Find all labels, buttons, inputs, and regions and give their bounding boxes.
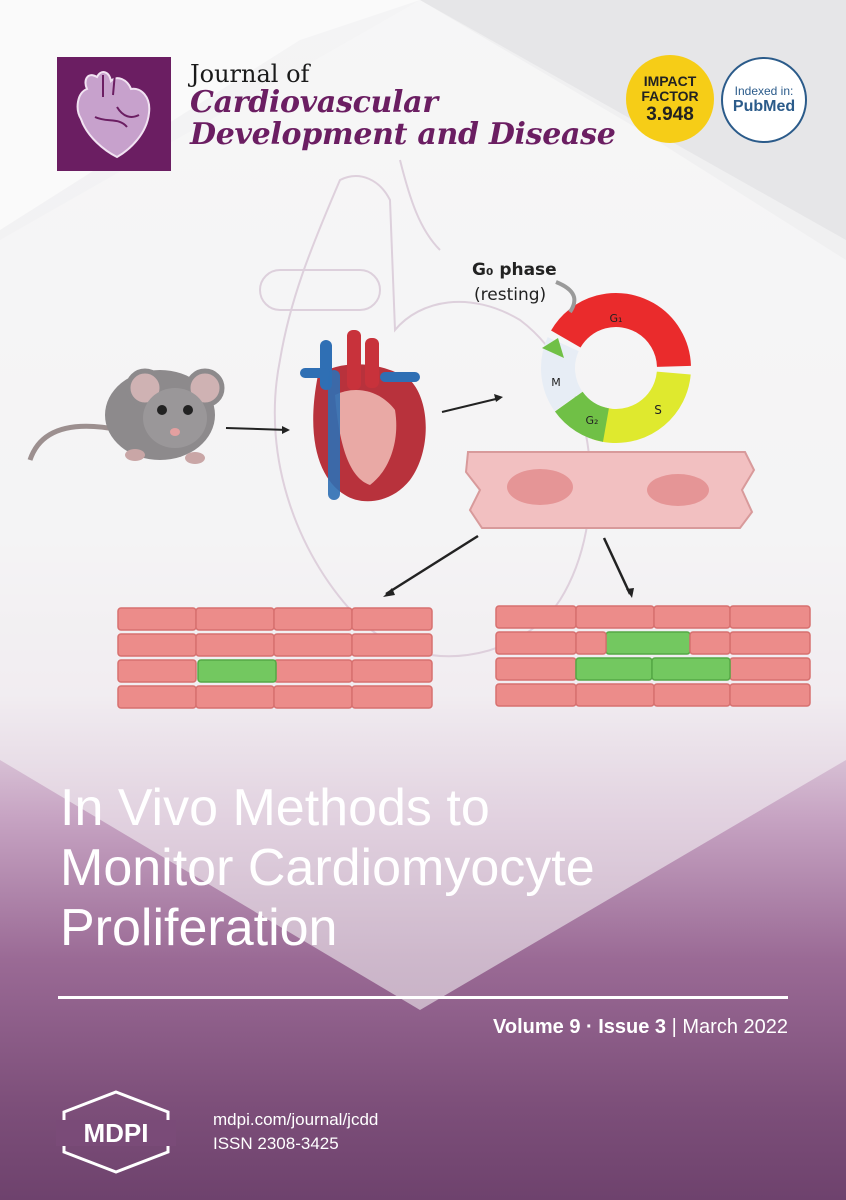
m-label: M [551, 376, 561, 389]
indexed-label: Indexed in: [734, 84, 794, 98]
impact-factor-badge: IMPACT FACTOR 3.948 [626, 55, 714, 143]
pubmed-name: PubMed [732, 98, 796, 115]
journal-title-line1: Journal of [190, 60, 310, 88]
impact-label-2: FACTOR [641, 87, 699, 104]
journal-url[interactable]: mdpi.com/journal/jcdd [213, 1110, 379, 1129]
issue-number: Issue 3 [598, 1016, 667, 1038]
mdpi-wordmark: MDPI [84, 1118, 149, 1148]
tissue-block-left [117, 607, 433, 709]
title-line-3: Proliferation [60, 899, 338, 957]
impact-label-1: IMPACT [643, 72, 697, 89]
journal-title: Journal of Cardiovascular Development an… [190, 60, 616, 152]
issue-bar: | [666, 1016, 683, 1038]
cardiomyocyte-cell [464, 451, 756, 529]
mouse-illustration [27, 368, 225, 464]
cell-cycle-diagram: G₁ S G₂ M [541, 293, 691, 443]
tissue-block-right [495, 605, 811, 707]
issn: ISSN 2308-3425 [213, 1134, 339, 1153]
g1-label: G₁ [610, 312, 623, 325]
title-line-1: In Vivo Methods to [60, 779, 490, 837]
s-label: S [654, 403, 662, 417]
pubmed-badge: Indexed in: PubMed [721, 57, 807, 143]
heart-logo-icon [76, 71, 151, 159]
g0-arrow-icon [555, 280, 577, 314]
arrow-left-down [385, 534, 479, 596]
publisher-info: mdpi.com/journal/jcdd ISSN 2308-3425 [213, 1108, 378, 1156]
background-heart-outline [259, 159, 592, 658]
g0-phase-label: G₀ phase [472, 260, 557, 280]
heart-illustration [300, 330, 426, 502]
issue-separator: · [580, 1016, 599, 1038]
arrow-right-down [602, 537, 632, 595]
journal-logo [57, 57, 171, 171]
volume-label: Volume 9 [493, 1016, 581, 1038]
title-divider [58, 996, 788, 999]
arrow-mouse-to-heart [225, 427, 289, 431]
issue-info: Volume 9 · Issue 3 | March 2022 [493, 1016, 788, 1039]
title-line-2: Monitor Cardiomyocyte [60, 839, 595, 897]
resting-label: (resting) [474, 285, 546, 305]
cover-article-title: In Vivo Methods to Monitor Cardiomyocyte… [60, 778, 820, 958]
cover-illustration: G₁ S G₂ M G₀ phase (resting) [27, 159, 811, 709]
arrow-heart-to-cycle [441, 397, 501, 413]
impact-value: 3.948 [646, 103, 694, 125]
issue-date: March 2022 [682, 1016, 788, 1038]
journal-title-line3: Development and Disease [190, 116, 616, 152]
journal-title-line2: Cardiovascular [190, 85, 438, 121]
g2-label: G₂ [586, 414, 599, 427]
mdpi-logo: MDPI [56, 1090, 176, 1174]
